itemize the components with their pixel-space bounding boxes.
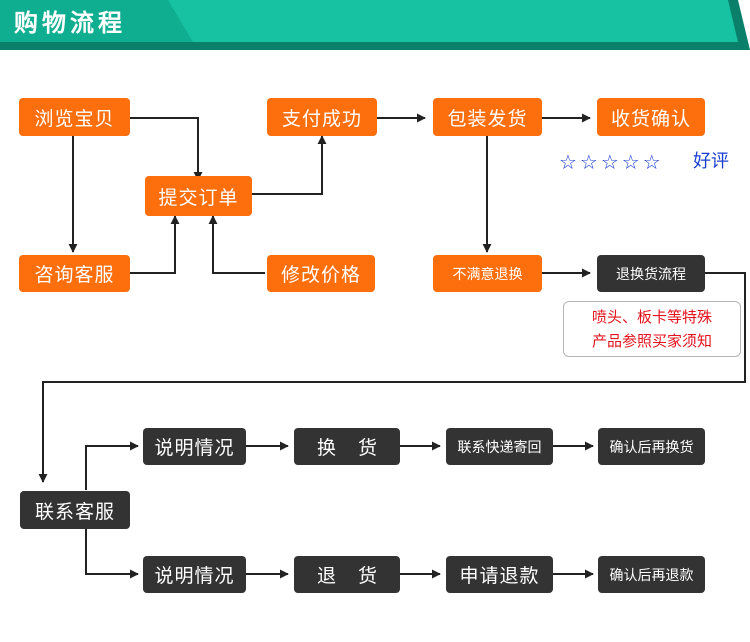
step-modify-price: 修改价格 bbox=[267, 255, 375, 292]
arrow-submit-to-pay bbox=[252, 135, 327, 195]
special-products-notice: 喷头、板卡等特殊 产品参照买家须知 bbox=[563, 301, 741, 357]
step-contact-service: 联系客服 bbox=[20, 491, 130, 529]
step-pay-success: 支付成功 bbox=[267, 98, 377, 136]
notice-line-1: 喷头、板卡等特殊 bbox=[591, 308, 712, 326]
step-confirm-receipt: 收货确认 bbox=[597, 98, 705, 136]
arrow-modify-to-submit bbox=[208, 215, 265, 274]
arrow-browse-to-submit bbox=[130, 117, 203, 181]
step-return-process: 退换货流程 bbox=[597, 255, 705, 292]
banner-shape bbox=[0, 0, 750, 50]
exchange-action: 换货 bbox=[294, 428, 400, 465]
exchange-result: 确认后再换货 bbox=[598, 428, 705, 465]
exchange-explain: 说明情况 bbox=[143, 428, 246, 465]
rating-stars: ☆☆☆☆☆ bbox=[559, 150, 664, 174]
arrow-contact-to-exchange-explain bbox=[85, 441, 139, 490]
step-submit-order: 提交订单 bbox=[145, 176, 252, 216]
refund-apply: 申请退款 bbox=[446, 556, 553, 593]
step-dissatisfied-return: 不满意退换 bbox=[433, 255, 542, 292]
arrow-process-to-contact bbox=[38, 272, 746, 483]
step-pack-ship: 包装发货 bbox=[433, 98, 542, 136]
refund-explain: 说明情况 bbox=[143, 556, 246, 593]
arrow-contact-to-refund-explain bbox=[85, 528, 139, 579]
rating-label: 好评 bbox=[693, 151, 729, 172]
page-title: 购物流程 bbox=[14, 9, 126, 37]
arrow-consult-to-submit bbox=[130, 215, 180, 274]
step-browse: 浏览宝贝 bbox=[19, 98, 130, 136]
step-consult-service: 咨询客服 bbox=[19, 255, 130, 292]
refund-action: 退货 bbox=[294, 556, 400, 593]
refund-result: 确认后再退款 bbox=[598, 556, 705, 593]
notice-line-2: 产品参照买家须知 bbox=[591, 332, 712, 350]
exchange-ship-back: 联系快递寄回 bbox=[446, 428, 553, 465]
header-banner: 购物流程 bbox=[0, 0, 750, 50]
